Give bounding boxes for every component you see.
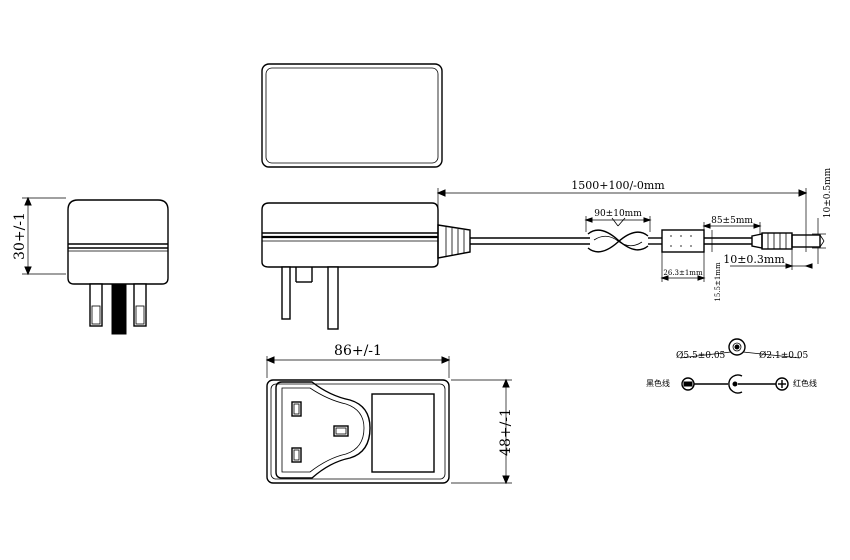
dim-ferrite-length: 26.3±1mm [663,269,703,277]
dim-cable-length: 1500+100/-0mm [571,179,665,192]
left-side-view: 30+/-1 [12,196,169,335]
connector-outer-dia: Ø5.5±0.05 [676,350,726,361]
dim-plug-length: 10±0.3mm [723,253,785,266]
dim-ferrite-offset: 85±5mm [711,216,753,226]
dim-ferrite-dia: 15.5±1mm [714,262,722,302]
dim-width-bottom: 86+/-1 [334,343,382,359]
red-wire-terminal [775,377,789,391]
top-view [261,63,443,168]
connector-detail: Ø5.5±0.05 Ø2.1±0.05 黑色线 红色线 [646,338,817,394]
dim-coil-length: 90±10mm [594,209,642,219]
bottom-view: 86+/-1 48+/-1 [265,343,514,485]
black-wire-label: 黑色线 [646,378,670,388]
red-wire-label: 红色线 [793,378,817,388]
dim-height-side: 30+/-1 [12,212,28,260]
connector-inner-dia: Ø2.1±0.05 [759,350,809,361]
front-view: 1500+100/-0mm 10±0.5mm 90±10mm 85±5mm 26… [261,167,833,330]
dim-depth-bottom: 48+/-1 [498,408,514,456]
dim-plug-tip: 10±0.5mm [823,167,833,218]
